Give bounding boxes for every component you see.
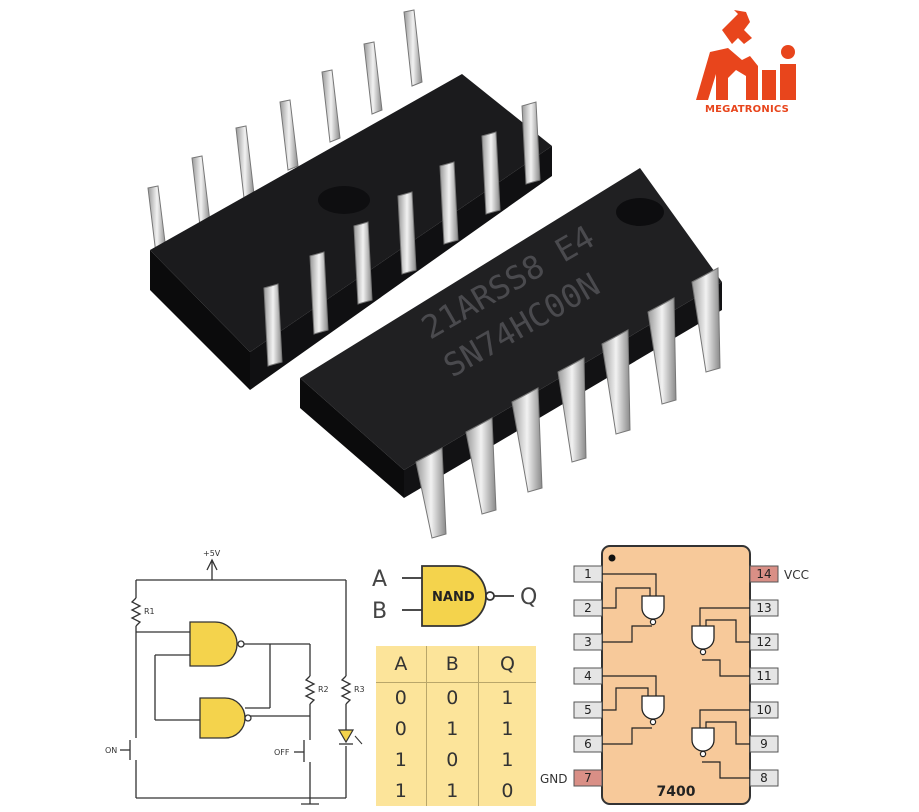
led-icon bbox=[337, 729, 363, 745]
nand-input-a-label: A bbox=[372, 567, 387, 592]
logo-wordmark: MEGATRONICS bbox=[705, 104, 789, 115]
front-chip-pins bbox=[415, 267, 721, 539]
nand-output-bubble bbox=[485, 591, 495, 601]
pinout-nand-gate-2 bbox=[691, 625, 715, 656]
pin-number-8: 8 bbox=[760, 771, 768, 785]
table-cell: 0 bbox=[425, 682, 479, 714]
pin-7-gnd bbox=[573, 769, 603, 787]
left-pins bbox=[573, 565, 603, 787]
pinout-nand-gate-1 bbox=[641, 595, 665, 626]
pin-number-12: 12 bbox=[756, 635, 771, 649]
pin1-dot-icon bbox=[608, 554, 616, 562]
logo-icon bbox=[696, 10, 796, 100]
pin-number-9: 9 bbox=[760, 737, 768, 751]
table-row: 0 0 1 bbox=[376, 682, 536, 714]
r3-label: R3 bbox=[354, 685, 365, 694]
product-photo: 21ARSS8 E4 SN74HC00N bbox=[147, 9, 722, 539]
r2-label: R2 bbox=[318, 685, 329, 694]
pin-number-11: 11 bbox=[756, 669, 771, 683]
table-cell: 1 bbox=[394, 748, 407, 771]
pin-number-10: 10 bbox=[756, 703, 771, 717]
table-cell: 1 bbox=[425, 775, 479, 806]
circuit-nand-gate-1 bbox=[189, 621, 245, 667]
gnd-label: GND bbox=[540, 772, 568, 786]
on-switch-label: ON bbox=[105, 746, 117, 755]
ic-chip-label: 7400 bbox=[657, 784, 696, 800]
pin-number-4: 4 bbox=[584, 669, 592, 683]
table-row: 1 0 1 bbox=[376, 744, 536, 776]
ic-body bbox=[601, 545, 751, 805]
nand-output-q-label: Q bbox=[520, 585, 537, 610]
latch-circuit-diagram: +5V R1 R2 R3 ON OFF bbox=[100, 540, 370, 808]
truth-table-header-q: Q bbox=[477, 646, 536, 683]
pin-number-5: 5 bbox=[584, 703, 592, 717]
truth-table-header-a: A bbox=[376, 646, 427, 683]
back-chip-near-pins bbox=[263, 101, 541, 367]
table-row: 0 1 1 bbox=[376, 713, 536, 745]
pin-number-6: 6 bbox=[584, 737, 592, 751]
pin-number-1: 1 bbox=[584, 567, 592, 581]
table-cell: 1 bbox=[477, 744, 536, 776]
pinout-nand-gate-4 bbox=[691, 727, 715, 758]
r1-label: R1 bbox=[144, 607, 155, 616]
circuit-nand-gate-2 bbox=[199, 697, 252, 739]
supply-label: +5V bbox=[203, 549, 221, 558]
table-cell: 0 bbox=[425, 744, 479, 776]
table-row: 1 1 0 bbox=[376, 775, 536, 806]
pin-number-3: 3 bbox=[584, 635, 592, 649]
table-cell: 1 bbox=[477, 713, 536, 745]
vcc-label: VCC bbox=[784, 568, 809, 582]
table-cell: 1 bbox=[425, 713, 479, 745]
truth-table-header-row: A B Q bbox=[376, 646, 536, 683]
megatronics-logo bbox=[688, 8, 806, 120]
pin-number-2: 2 bbox=[584, 601, 592, 615]
pin-number-14: 14 bbox=[756, 567, 771, 581]
pin-number-13: 13 bbox=[756, 601, 771, 615]
table-cell: 0 bbox=[394, 718, 407, 741]
truth-table-header-b: B bbox=[425, 646, 479, 683]
back-chip-far-pins bbox=[147, 9, 423, 255]
pinout-nand-gate-3 bbox=[641, 695, 665, 726]
pin-number-7: 7 bbox=[584, 771, 592, 785]
table-cell: 0 bbox=[394, 687, 407, 710]
nand-input-b-label: B bbox=[372, 599, 387, 624]
truth-table: A B Q 0 0 1 0 1 1 1 0 1 1 1 bbox=[376, 646, 536, 806]
nand-gate-symbol: NAND A B Q bbox=[368, 552, 540, 632]
table-cell: 0 bbox=[477, 775, 536, 806]
nand-gate-label: NAND bbox=[432, 590, 475, 605]
pin-14-vcc bbox=[749, 565, 779, 583]
off-switch-label: OFF bbox=[274, 748, 290, 757]
ic-7400-pinout: 1 2 3 4 5 6 7 14 13 12 11 10 9 8 VCC GND bbox=[540, 540, 919, 808]
table-cell: 1 bbox=[394, 779, 407, 802]
table-cell: 1 bbox=[477, 682, 536, 714]
